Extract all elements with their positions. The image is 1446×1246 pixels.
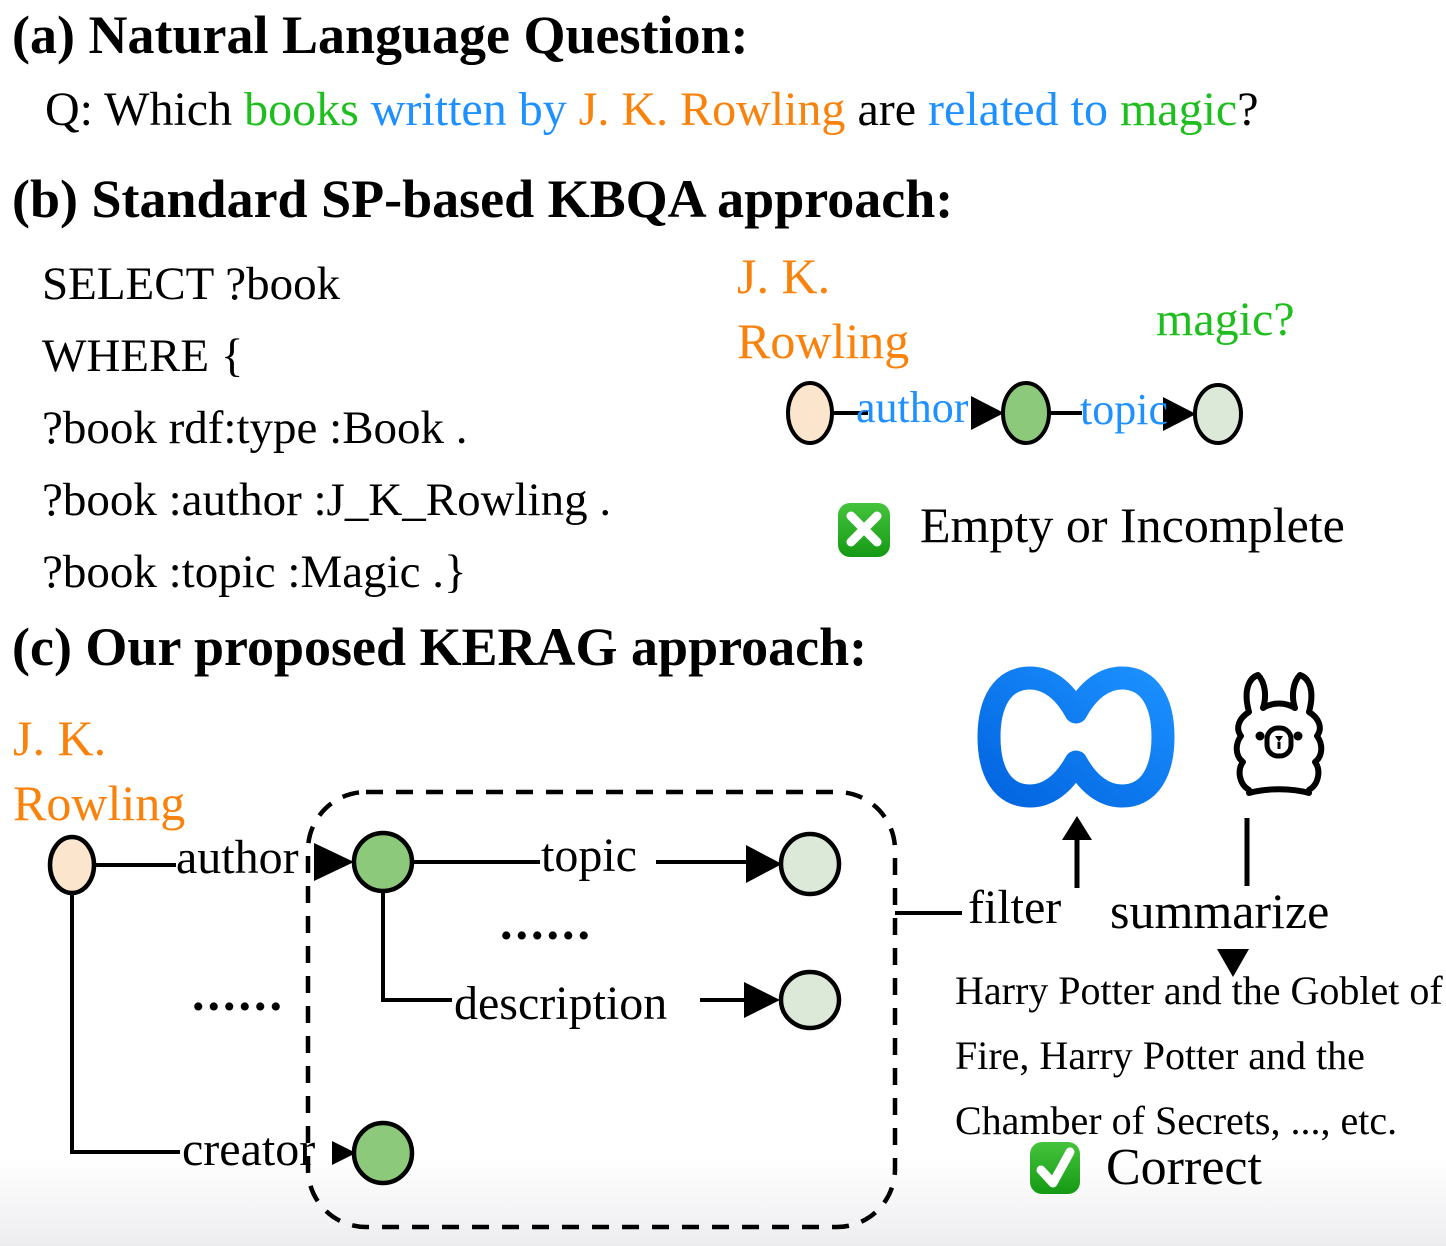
edge-label-description: description [454, 977, 668, 1030]
section-c-heading: (c) Our proposed KERAG approach: [12, 617, 868, 677]
cross-mark-icon [838, 503, 890, 557]
arrow-icon [1163, 397, 1196, 431]
ellipsis-box: ...... [500, 894, 593, 950]
arrow-icon [314, 843, 354, 881]
question-are: are [845, 83, 929, 136]
question-line: Q: Which books written by J. K. Rowling … [45, 86, 1259, 134]
entity-label-line1: J. K. [13, 710, 107, 766]
entity-label-line1: J. K. [737, 248, 831, 304]
status-text-b: Empty or Incomplete [920, 497, 1345, 553]
check-mark-icon [1030, 1142, 1080, 1194]
edge-label-topic-c: topic [541, 829, 637, 882]
answer-node [778, 831, 842, 897]
filter-label: filter [968, 881, 1062, 934]
llama-icon [1233, 672, 1325, 796]
sparql-line: ?book :topic :Magic .} [42, 546, 467, 598]
sparql-line: ?book :author :J_K_Rowling . [42, 474, 612, 526]
arrow-icon [332, 1141, 356, 1165]
question-related-to: related to [928, 83, 1108, 136]
entity-label-b: J. K. Rowling [737, 244, 909, 374]
summarize-arrow [1217, 818, 1250, 977]
dashed-subgraph-box [305, 789, 898, 1230]
section-b-heading: (b) Standard SP-based KBQA approach: [12, 169, 954, 229]
question-prefix: Q: Which [45, 83, 245, 136]
sparql-line: SELECT ?book [42, 258, 341, 310]
question-books: books [244, 83, 359, 136]
entity-label-line2: Rowling [737, 313, 910, 369]
meta-logo [977, 666, 1175, 808]
answer-line: Harry Potter and the Goblet of [955, 968, 1443, 1013]
kbqa-graph-b [786, 381, 1243, 445]
filter-arrow [895, 816, 1092, 915]
answer-line: Chamber of Secrets, ..., etc. [955, 1098, 1398, 1143]
sparql-line: WHERE { [42, 330, 244, 382]
question-magic: magic [1107, 83, 1238, 136]
ellipsis-left: ...... [192, 965, 285, 1021]
question-qmark: ? [1237, 83, 1259, 136]
entity-node [786, 381, 834, 445]
section-a-heading: (a) Natural Language Question: [12, 5, 749, 65]
edge-label-topic-b: topic [1080, 385, 1168, 434]
question-written-by: written by [358, 83, 579, 136]
intermediate-node [351, 1120, 415, 1186]
arrow-icon [971, 396, 1004, 430]
answer-line: Fire, Harry Potter and the [955, 1033, 1365, 1078]
answer-node [778, 969, 842, 1031]
summarize-label: summarize [1110, 883, 1330, 939]
status-text-c: Correct [1106, 1139, 1262, 1196]
arrow-icon [744, 982, 780, 1018]
answer-node [1193, 383, 1243, 445]
entity-label-c: J. K. Rowling [13, 706, 185, 836]
entity-node [47, 834, 97, 896]
edge-label-author-b: author [856, 383, 969, 432]
question-author: J. K. Rowling [578, 83, 846, 136]
sparql-line: ?book rdf:type :Book . [42, 402, 468, 454]
intermediate-node [351, 830, 415, 894]
magic-label: magic? [1156, 293, 1295, 346]
sparql-query: SELECT ?book WHERE { ?book rdf:type :Boo… [42, 248, 611, 608]
edge-label-creator: creator [182, 1123, 316, 1176]
entity-label-line2: Rowling [13, 775, 186, 831]
intermediate-node [1001, 381, 1051, 445]
edge-label-author-c: author [176, 831, 299, 884]
kerag-graph-c [47, 789, 898, 1230]
edge-line [70, 893, 180, 1154]
edge-line [381, 891, 452, 1002]
arrow-icon [746, 845, 782, 883]
answer-text: Harry Potter and the Goblet of Fire, Har… [955, 958, 1443, 1153]
